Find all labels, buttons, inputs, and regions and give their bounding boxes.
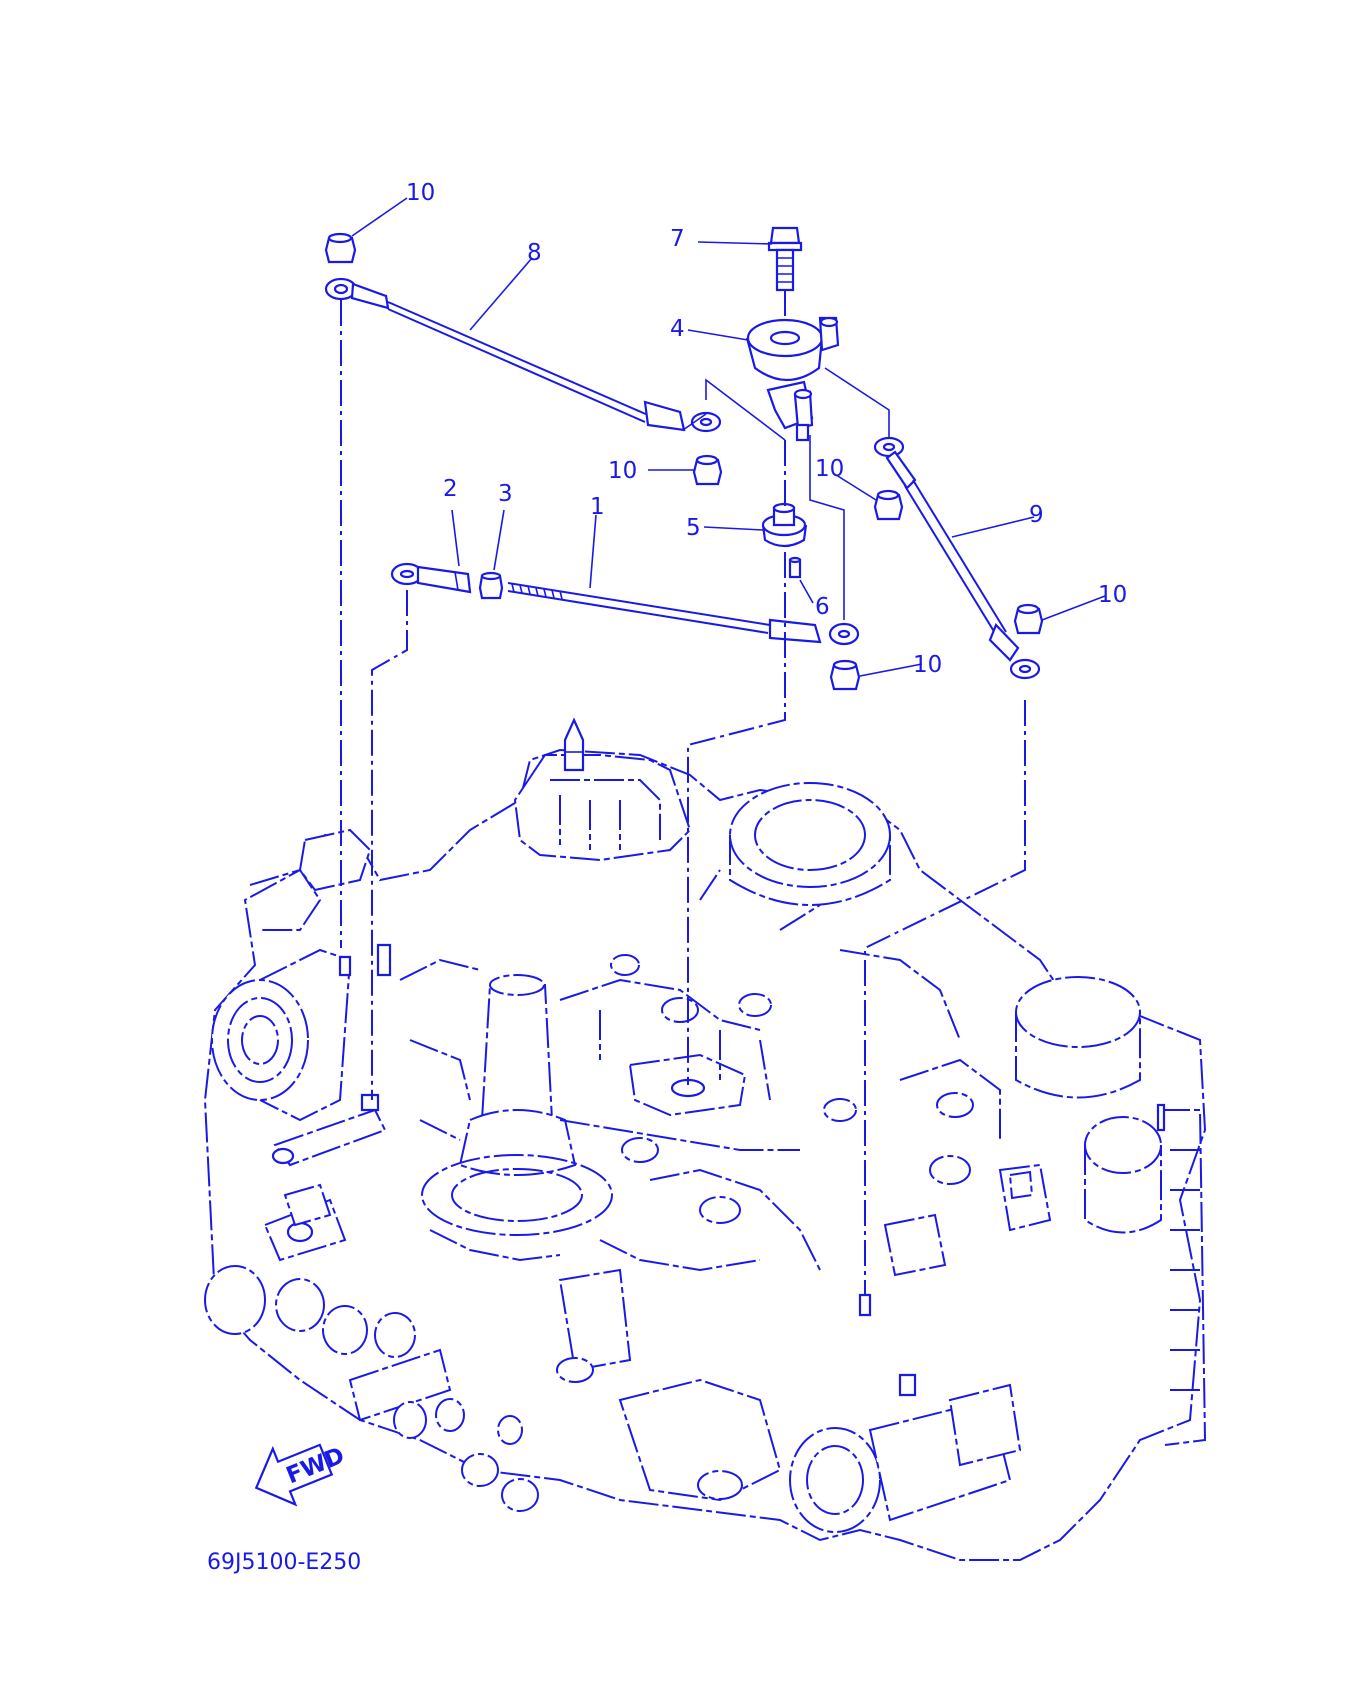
callout-6: 6 [815,594,830,620]
nut-10-right-upper [873,489,904,521]
nut-10-upper-left [324,232,357,264]
part-2-rod-end [390,562,472,594]
engine-block [203,717,1207,1561]
callout-10-mid-right: 10 [815,456,844,482]
callout-2: 2 [443,476,458,502]
part-9-rod [873,436,1041,680]
callout-8: 8 [527,240,542,266]
nut-10-mid-left [692,454,723,486]
callout-5: 5 [686,515,701,541]
part-1-rod [507,582,860,646]
callout-10-right: 10 [1098,582,1127,608]
part-5-collar [761,502,808,548]
callout-10-mid-left: 10 [608,458,637,484]
callout-1: 1 [590,494,605,520]
drawing-code: 69J5100-E250 [207,1550,361,1575]
part-6-pin [788,556,802,579]
callout-10-top-left: 10 [406,180,435,206]
callout-labels: 10 8 7 4 10 10 9 2 3 1 5 6 10 10 [406,180,1127,678]
part-7-bolt [767,226,803,292]
part-4-lever [745,316,840,442]
part-3-nut [478,571,504,600]
nut-10-lower-middle [829,659,861,691]
callout-9: 9 [1029,502,1044,528]
callout-7: 7 [670,226,685,252]
leader-lines [340,197,1106,1295]
callout-10-lower: 10 [913,652,942,678]
callout-3: 3 [498,481,513,507]
fwd-arrow: FWD [254,1443,348,1507]
part-8-rod [324,277,722,433]
nut-10-right-lower [1013,603,1044,635]
callout-4: 4 [670,316,685,342]
